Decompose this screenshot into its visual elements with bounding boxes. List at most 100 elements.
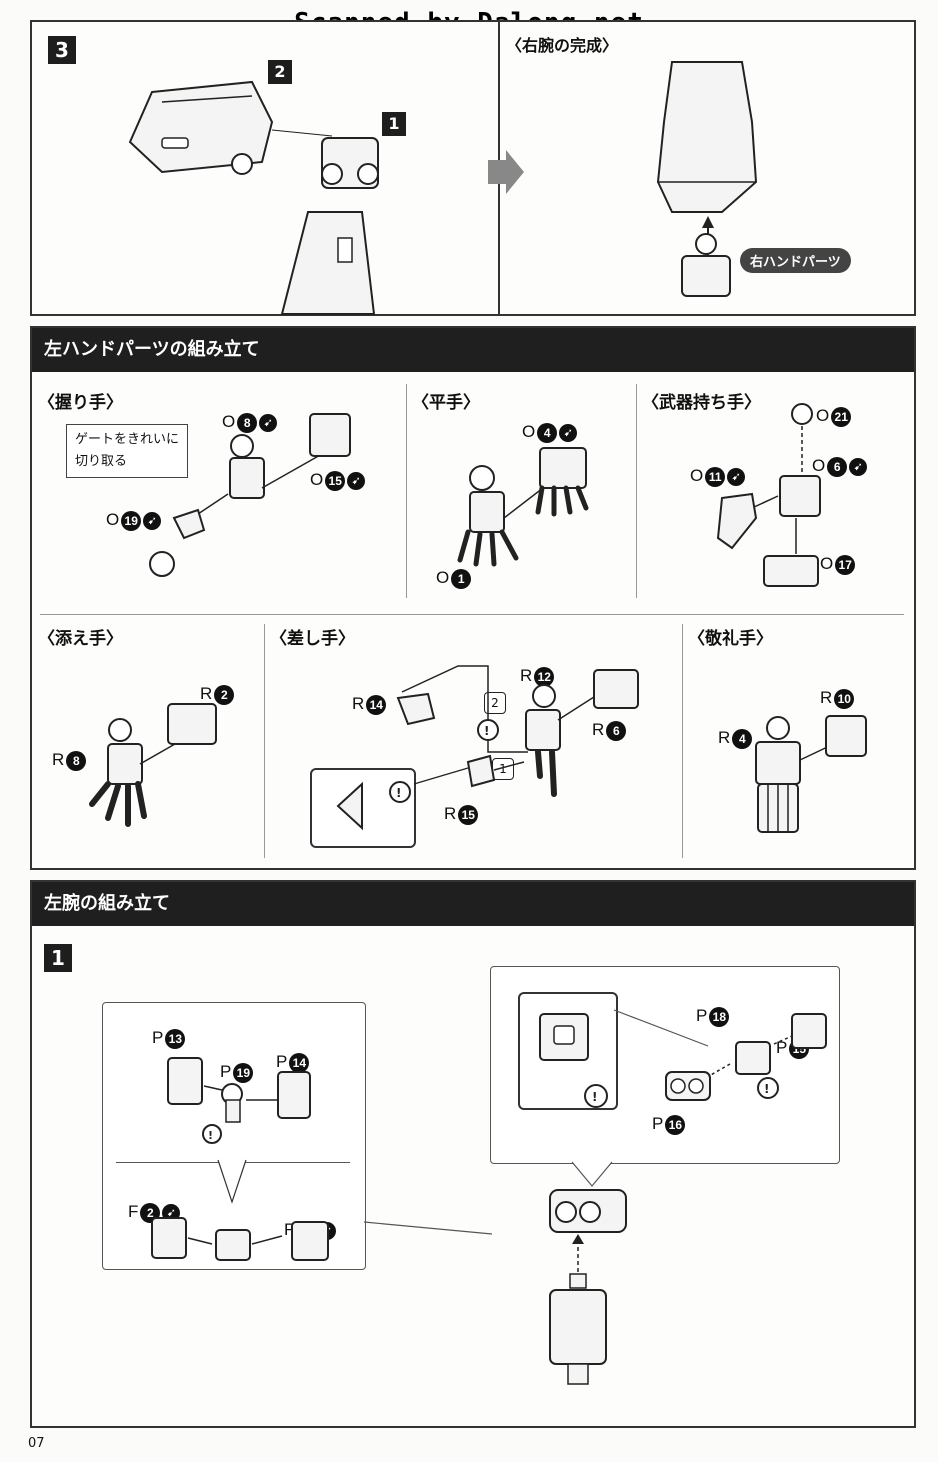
part-number: 19 <box>121 510 142 531</box>
completed-right-arm-drawing <box>656 61 758 297</box>
gate-cut-icon: ➹ <box>347 471 366 490</box>
part-number: 4 <box>537 422 558 443</box>
left-hand-header: 左ハンドパーツの組み立て <box>32 328 914 372</box>
divider <box>406 384 407 598</box>
part-letter: R <box>52 750 65 769</box>
gate-cut-icon: ➹ <box>849 457 868 476</box>
gate-cut-icon: ➹ <box>143 511 162 530</box>
support-hand-drawing <box>89 703 217 827</box>
left-arm-panel: 左腕の組み立て 1 P13 P19 P14 F2➹ F1➹ ! P18 P15 … <box>30 880 916 1428</box>
left-arm-header: 左腕の組み立て <box>32 882 914 926</box>
arm-assembly-drawing <box>128 80 379 315</box>
part-letter: P <box>776 1038 788 1057</box>
part-letter: O <box>310 470 324 489</box>
part-letter: O <box>522 422 536 441</box>
svg-text:!: ! <box>764 1082 769 1096</box>
part-letter: F <box>284 1220 295 1239</box>
part-number: 2 <box>214 684 235 705</box>
divider <box>636 384 637 598</box>
page-number: 07 <box>28 1436 45 1451</box>
gate-cut-icon: ➹ <box>259 413 278 432</box>
step3-panel: 3 2 1 〈右腕の完成〉 右ハンドパーツ <box>30 20 916 316</box>
order-marker-2: 2 <box>484 692 506 714</box>
part-number: 15 <box>458 804 479 825</box>
grip-label: 〈握り手〉 <box>38 393 123 413</box>
part-number: 8 <box>66 750 87 771</box>
step-number: 1 <box>44 944 72 972</box>
part-letter: R <box>444 804 457 823</box>
part-letter: R <box>592 720 605 739</box>
svg-text:!: ! <box>396 786 401 800</box>
part-letter: P <box>276 1052 288 1071</box>
part-number: 10 <box>834 688 855 709</box>
part-letter: R <box>820 688 833 707</box>
divider <box>682 624 683 858</box>
part-letter: P <box>696 1006 708 1025</box>
weapon-grip-label: 〈武器持ち手〉 <box>642 393 761 413</box>
part-letter: O <box>106 510 120 529</box>
part-number: 4 <box>732 728 753 749</box>
callout-lines <box>363 1009 709 1235</box>
next-arrow <box>488 150 524 194</box>
part-number: 17 <box>835 554 856 575</box>
gate-note-line2: 切り取る <box>75 454 128 469</box>
part-letter: R <box>352 694 365 713</box>
part-letter: O <box>820 554 834 573</box>
divider <box>40 614 904 615</box>
flat-hand-drawing <box>457 447 589 567</box>
result-label: 〈右腕の完成〉 <box>506 36 619 55</box>
svg-text:!: ! <box>484 724 489 738</box>
part-number: 19 <box>233 1062 254 1083</box>
part-letter: R <box>520 666 533 685</box>
part-letter: P <box>220 1062 232 1081</box>
salute-hand-drawing <box>755 715 867 833</box>
flat-label: 〈平手〉 <box>412 393 480 413</box>
pointing-hand-drawing: ! ! <box>336 665 639 831</box>
part-letter: F <box>128 1202 139 1221</box>
part-number: 16 <box>665 1114 686 1135</box>
part-number: 14 <box>366 694 387 715</box>
part-number: 11 <box>705 466 726 487</box>
svg-text:!: ! <box>592 1090 597 1104</box>
pointing-hand-label: 〈差し手〉 <box>270 629 355 649</box>
callout-1: 1 <box>382 112 406 136</box>
gate-cut-icon: ➹ <box>559 423 578 442</box>
grip-hand-drawing <box>149 413 351 577</box>
part-number: 6 <box>606 720 627 741</box>
part-number: 14 <box>289 1052 310 1073</box>
part-letter: O <box>690 466 704 485</box>
part-number: 21 <box>831 406 852 427</box>
part-number: 15 <box>325 470 346 491</box>
forearm-assembly-drawing: ! ! <box>539 1013 827 1385</box>
part-letter: O <box>816 406 830 425</box>
part-letter: O <box>222 412 236 431</box>
weapon-hand-drawing <box>716 403 821 587</box>
divider <box>264 624 265 858</box>
part-number: 8 <box>237 412 258 433</box>
part-letter: O <box>436 568 450 587</box>
callout-2: 2 <box>268 60 292 84</box>
part-letter: P <box>152 1028 164 1047</box>
step-number: 3 <box>48 36 76 64</box>
svg-text:!: ! <box>208 1129 213 1142</box>
salute-hand-label: 〈敬礼手〉 <box>688 629 773 649</box>
gate-note: ゲートをきれいに 切り取る <box>66 424 189 478</box>
